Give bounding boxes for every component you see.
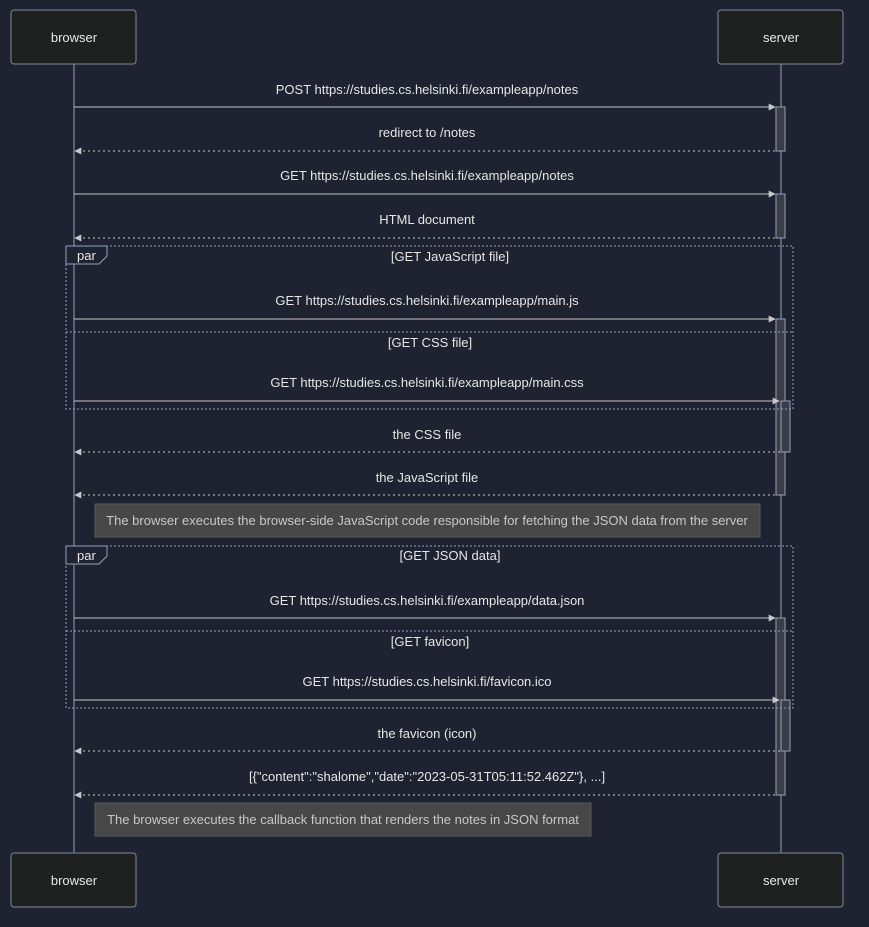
message-label: HTML document <box>379 212 475 227</box>
server-activation <box>780 699 791 752</box>
par-frame-2: par [GET JSON data] [GET favicon] <box>65 545 794 709</box>
message-label: [{"content":"shalome","date":"2023-05-31… <box>249 769 605 784</box>
browser-actor-label: browser <box>51 873 98 888</box>
note-1: The browser executes the browser-side Ja… <box>94 503 761 538</box>
message-m7: the CSS file <box>74 427 780 456</box>
message-label: GET https://studies.cs.helsinki.fi/favic… <box>302 674 551 689</box>
par-keyword-label: par <box>77 248 96 263</box>
server-activation <box>780 400 791 453</box>
note-text: The browser executes the browser-side Ja… <box>106 513 748 528</box>
server-actor-label: server <box>763 30 800 45</box>
server-actor-bottom: server <box>717 852 844 908</box>
server-actor-label: server <box>763 873 800 888</box>
par-keyword-label: par <box>77 548 96 563</box>
browser-actor-bottom: browser <box>10 852 137 908</box>
par-section-label: [GET JavaScript file] <box>391 249 509 264</box>
message-label: the favicon (icon) <box>378 726 477 741</box>
par-section-label: [GET JSON data] <box>400 548 501 563</box>
browser-actor-label: browser <box>51 30 98 45</box>
message-label: GET https://studies.cs.helsinki.fi/examp… <box>270 375 584 390</box>
par-frame-1: par [GET JavaScript file] [GET CSS file] <box>65 245 794 410</box>
server-actor-top: server <box>717 9 844 65</box>
message-label: GET https://studies.cs.helsinki.fi/examp… <box>270 593 585 608</box>
par-section-label: [GET CSS file] <box>388 335 472 350</box>
note-2: The browser executes the callback functi… <box>94 802 592 837</box>
browser-actor-top: browser <box>10 9 137 65</box>
message-label: GET https://studies.cs.helsinki.fi/examp… <box>275 293 579 308</box>
message-label: the JavaScript file <box>376 470 479 485</box>
message-m12: [{"content":"shalome","date":"2023-05-31… <box>74 769 775 799</box>
message-m2: redirect to /notes <box>74 125 775 155</box>
message-label: the CSS file <box>393 427 462 442</box>
message-m10: GET https://studies.cs.helsinki.fi/favic… <box>74 674 780 704</box>
message-m1: POST https://studies.cs.helsinki.fi/exam… <box>74 82 776 111</box>
message-m8: the JavaScript file <box>74 470 775 499</box>
message-label: redirect to /notes <box>379 125 476 140</box>
message-m9: GET https://studies.cs.helsinki.fi/examp… <box>74 593 776 622</box>
message-m4: HTML document <box>74 212 775 242</box>
message-label: GET https://studies.cs.helsinki.fi/examp… <box>280 168 574 183</box>
server-activation <box>775 193 786 239</box>
server-activation <box>775 106 786 152</box>
message-m11: the favicon (icon) <box>74 726 780 755</box>
message-label: POST https://studies.cs.helsinki.fi/exam… <box>276 82 579 97</box>
message-m5: GET https://studies.cs.helsinki.fi/examp… <box>74 293 776 323</box>
message-m6: GET https://studies.cs.helsinki.fi/examp… <box>74 375 780 405</box>
note-text: The browser executes the callback functi… <box>107 812 579 827</box>
par-section-label: [GET favicon] <box>391 634 470 649</box>
message-m3: GET https://studies.cs.helsinki.fi/examp… <box>74 168 776 198</box>
